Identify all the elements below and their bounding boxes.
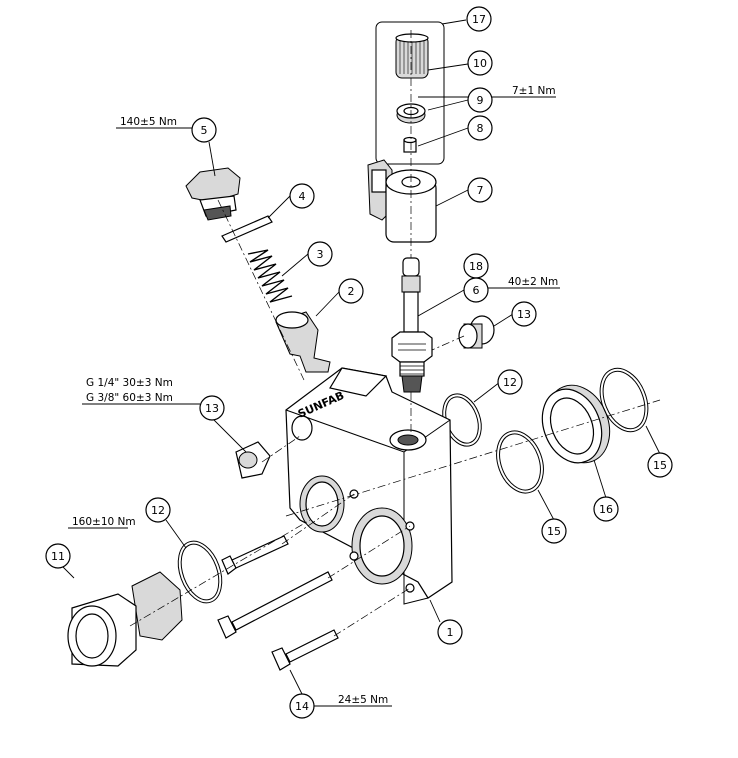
callout-bubble-11: 11: [45, 543, 71, 569]
svg-text:6: 6: [473, 284, 480, 297]
part-16-seal-ring: [541, 384, 611, 464]
callout-bubble-15-left: 15: [541, 518, 567, 544]
part-14-bolts: [217, 535, 339, 671]
part-3-spring: [247, 249, 293, 303]
part-8-sleeve: [403, 136, 417, 153]
part-12-o-ring-lower: [177, 540, 223, 604]
part-15-o-ring-left: [496, 430, 544, 494]
part-6-cartridge-valve: [391, 257, 433, 393]
callout-bubble-2: 2: [338, 278, 364, 304]
part-10-knurled-nut: [395, 33, 429, 79]
callout-bubble-13-left: 13: [199, 395, 225, 421]
part-15-o-ring-right: [599, 367, 649, 433]
svg-text:14: 14: [295, 700, 309, 713]
torque-label-part-11: 160±10 Nm: [72, 516, 136, 528]
callout-bubble-12-lower: 12: [145, 497, 171, 523]
callout-bubble-17: 17: [466, 6, 492, 32]
torque-label-part-9: 7±1 Nm: [512, 85, 556, 97]
svg-text:10: 10: [473, 57, 487, 70]
callout-bubble-13-upper: 13: [511, 301, 537, 327]
svg-text:5: 5: [201, 124, 208, 137]
callout-bubble-6: 6: [463, 277, 489, 303]
callout-bubble-14: 14: [289, 693, 315, 719]
callout-bubble-8: 8: [467, 115, 493, 141]
part-4-pin: [221, 215, 273, 243]
torque-label-part-6: 40±2 Nm: [508, 276, 558, 288]
callout-bubble-3: 3: [307, 241, 333, 267]
torque-label-part-13-threeeighth: G 3/8" 60±3 Nm: [86, 392, 173, 404]
svg-text:11: 11: [51, 550, 65, 563]
callout-bubble-7: 7: [467, 177, 493, 203]
svg-text:16: 16: [599, 503, 613, 516]
callout-bubble-4: 4: [289, 183, 315, 209]
svg-text:1: 1: [447, 626, 454, 639]
svg-text:9: 9: [477, 94, 484, 107]
part-11-fitting: [67, 571, 183, 667]
svg-text:15: 15: [653, 459, 667, 472]
part-1-valve-housing: [285, 367, 453, 605]
torque-label-part-14: 24±5 Nm: [338, 694, 388, 706]
svg-text:3: 3: [317, 248, 324, 261]
torque-label-part-13-quarter: G 1/4" 30±3 Nm: [86, 377, 173, 389]
svg-text:17: 17: [472, 13, 486, 26]
svg-text:13: 13: [205, 402, 219, 415]
callout-bubble-18: 18: [463, 253, 489, 279]
torque-label-part-5: 140±5 Nm: [120, 116, 177, 128]
callout-bubble-5: 5: [191, 117, 217, 143]
svg-text:4: 4: [299, 190, 306, 203]
assembly-axes: [129, 30, 661, 637]
part-7-solenoid-coil: [367, 159, 437, 243]
svg-text:12: 12: [503, 376, 517, 389]
callout-bubble-9: 9: [467, 87, 493, 113]
part-13-plug-upper: [458, 315, 495, 349]
svg-text:15: 15: [547, 525, 561, 538]
subassembly-frame: [375, 21, 445, 165]
callout-bubble-15-right: 15: [647, 452, 673, 478]
svg-text:18: 18: [469, 260, 483, 273]
callout-bubble-12-upper: 12: [497, 369, 523, 395]
callout-bubble-1: 1: [437, 619, 463, 645]
svg-text:2: 2: [348, 285, 355, 298]
svg-text:12: 12: [151, 504, 165, 517]
svg-text:13: 13: [517, 308, 531, 321]
svg-text:7: 7: [477, 184, 484, 197]
callout-bubble-16: 16: [593, 496, 619, 522]
callout-leaders: [61, 19, 661, 695]
part-5-plug: [185, 167, 241, 221]
part-2-poppet: [275, 311, 331, 373]
callout-bubble-10: 10: [467, 50, 493, 76]
svg-text:8: 8: [477, 122, 484, 135]
